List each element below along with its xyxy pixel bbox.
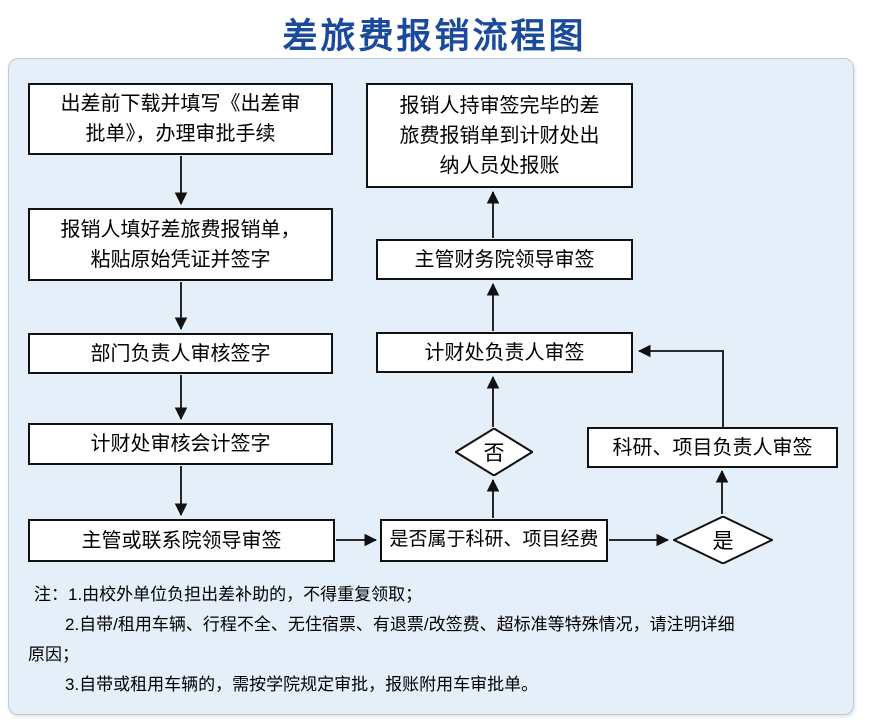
node-line: 是否属于科研、项目经费 (389, 529, 599, 551)
step-cashier-claim: 报销人持审签完毕的差 旅费报销单到计财处出 纳人员处报账 (366, 83, 633, 188)
node-line: 报销人填好差旅费报销单， (60, 218, 301, 241)
decision-yes-label: 是 (712, 530, 734, 553)
step-is-project-fund: 是否属于科研、项目经费 (380, 519, 608, 562)
footnote-line: 注：1.由校外单位负担出差补助的，不得重复领取； (34, 585, 423, 604)
node-line: 出差前下载并填写《出差审 (60, 93, 301, 115)
node-line: 批单》，办理审批手续 (85, 123, 276, 145)
node-line: 主管财务院领导审签 (414, 248, 595, 271)
footnote-line: 2.自带/租用车辆、行程不全、无住宿票、有退票/改签费、超标准等特殊情况，请注明… (65, 615, 735, 634)
node-line: 科研、项目负责人审签 (612, 436, 813, 459)
step-dept-head-sign: 部门负责人审核签字 (28, 333, 333, 374)
step-finance-dean-sign: 主管财务院领导审签 (376, 239, 633, 280)
step-project-pi-sign: 科研、项目负责人审签 (587, 427, 838, 468)
node-line: 主管或联系院领导审签 (81, 529, 282, 552)
diamond-shape-icon (455, 428, 533, 476)
diamond-shape-icon (673, 516, 773, 564)
footnote-line: 原因； (28, 645, 79, 664)
footnotes: 注：1.由校外单位负担出差补助的，不得重复领取； 2.自带/租用车辆、行程不全、… (28, 580, 735, 700)
page-title: 差旅费报销流程图 (282, 17, 587, 56)
step-finance-accountant-sign: 计财处审核会计签字 (28, 423, 333, 465)
step-dean-sign: 主管或联系院领导审签 (28, 519, 335, 562)
node-line: 纳人员处报账 (439, 154, 560, 177)
footnote-line: 3.自带或租用车辆的，需按学院规定审批，报账附用车审批单。 (65, 675, 539, 694)
step-download-form: 出差前下载并填写《出差审 批单》，办理审批手续 (28, 83, 333, 155)
decision-no-label: 否 (483, 442, 505, 465)
node-line: 粘贴原始凭证并签字 (90, 248, 271, 271)
decision-no: 否 (455, 428, 533, 476)
decision-yes: 是 (673, 516, 773, 564)
step-fill-form: 报销人填好差旅费报销单， 粘贴原始凭证并签字 (28, 208, 333, 281)
node-line: 部门负责人审核签字 (90, 342, 271, 365)
node-line: 旅费报销单到计财处出 (399, 124, 600, 147)
step-finance-head-sign: 计财处负责人审签 (376, 332, 633, 373)
node-line: 计财处负责人审签 (424, 341, 585, 364)
node-line: 报销人持审签完毕的差 (399, 94, 600, 117)
node-line: 计财处审核会计签字 (90, 433, 271, 455)
